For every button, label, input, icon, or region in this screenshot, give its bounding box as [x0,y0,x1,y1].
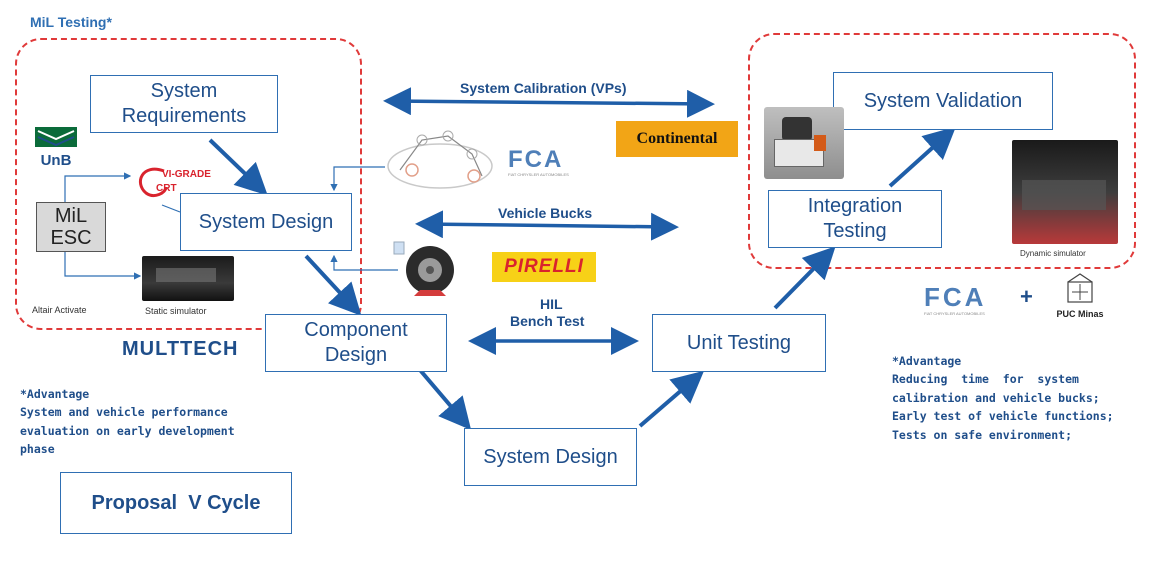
system-validation-label: System Validation [863,89,1023,112]
multitech-logo: MULTTECH [122,338,239,360]
system-calibration-label: System Calibration (VPs) [460,80,627,96]
system-requirements-box: System Requirements [90,75,278,133]
fca-text-bottom: FCA [924,282,987,312]
plus-sign: + [1020,284,1033,309]
system-requirements-label: System Requirements [121,80,247,127]
right-note-line3: calibration and vehicle bucks; [892,390,1100,405]
unb-emblem-icon [35,127,77,147]
car-suspension-image [382,120,500,198]
right-note-line5: Tests on safe environment; [892,427,1073,442]
component-design-box: Component Design [265,314,447,372]
mil-testing-label: MiL Testing* [30,14,112,30]
arrow-system-calibration [383,87,715,118]
pirelli-logo: PIRELLI [492,252,596,282]
right-advantage-note: *Advantage Reducing time for system cali… [892,352,1114,444]
system-design-bottom-label: System Design [483,445,618,468]
tire-icon [393,241,454,296]
unit-testing-label: Unit Testing [686,331,792,354]
vehicle-bucks-label: Vehicle Bucks [498,205,593,221]
pirelli-text: PIRELLI [504,256,584,277]
continental-text: Continental [636,130,718,147]
proposal-label: Proposal V Cycle [91,491,261,514]
vigrade-text: VI-GRADE [162,169,211,180]
esc-device-image [764,107,844,179]
component-design-label: Component Design [304,319,408,366]
puc-text: PUC Minas [1056,309,1104,319]
mil-label: MiL [54,205,88,227]
left-note-line1: *Advantage [20,387,90,401]
integration-testing-box: Integration Testing [768,190,942,248]
arrow-design-to-component [304,254,362,316]
bench-test-label: Bench Test [510,313,585,329]
fca-logo-bottom: FCA FIAT CHRYSLER AUTOMOBILES [924,282,1014,318]
unit-testing-box: Unit Testing [652,314,826,372]
unb-logo: UnB [32,125,80,170]
mil-esc-box: MiL ESC [36,202,106,252]
proposal-box: Proposal V Cycle [60,472,292,534]
arrow-unit-to-integration [773,246,836,310]
arrow-sysdesign-to-unit [638,370,705,428]
right-note-line4: Early test of vehicle functions; [892,409,1114,424]
connector-tire-design [330,254,398,271]
vigrade-swirl-icon [139,167,168,197]
arrow-vehicle-bucks [415,210,679,241]
mil-region [15,38,362,330]
right-note-line2: Reducing time for system [892,372,1079,387]
connector-mil-static [64,252,142,280]
dynamic-simulator-image [1012,140,1118,244]
vigrade-crt-logo: VI-GRADE CRT [132,163,232,199]
hil-label: HIL [540,296,563,312]
car-suspension-icon [387,130,493,189]
system-validation-box: System Validation [833,72,1053,130]
left-note-line3: evaluation on early development [20,423,235,438]
integration-testing-label: Integration Testing [807,195,903,242]
static-simulator-image [142,256,234,301]
system-design-top-box: System Design [180,193,352,251]
system-design-bottom-box: System Design [464,428,637,486]
right-note-line1: *Advantage [892,354,962,368]
arrow-req-to-design [208,138,268,196]
tire-image [392,238,462,298]
left-note-line4: phase [20,442,55,457]
system-design-top-label: System Design [198,210,334,233]
left-advantage-note: *Advantage System and vehicle performanc… [20,385,235,459]
left-note-line2: System and vehicle performance [20,405,228,420]
esc-label: ESC [50,227,92,249]
fca-text-top: FCA [508,146,564,173]
connector-vigrade-design [161,204,181,213]
fca-sub-bottom: FIAT CHRYSLER AUTOMOBILES [924,311,985,316]
puc-crest-icon [1067,273,1093,303]
fca-sub-top: FIAT CHRYSLER AUTOMOBILES [508,172,569,177]
arrow-integration-to-validation [888,126,956,188]
connector-car-design [330,166,385,192]
puc-logo: PUC Minas [1050,272,1110,320]
arrow-component-to-sysdesign [418,368,472,431]
continental-logo: Continental [616,121,738,157]
static-simulator-caption: Static simulator [145,306,207,316]
altair-caption: Altair Activate [32,305,87,315]
connector-mil-vigrade [64,172,132,202]
crt-text: CRT [156,183,177,194]
fca-logo-top: FCA FIAT CHRYSLER AUTOMOBILES [508,146,578,182]
dynamic-simulator-caption: Dynamic simulator [1020,249,1086,258]
validation-region [748,33,1136,269]
unb-text: UnB [40,152,72,169]
